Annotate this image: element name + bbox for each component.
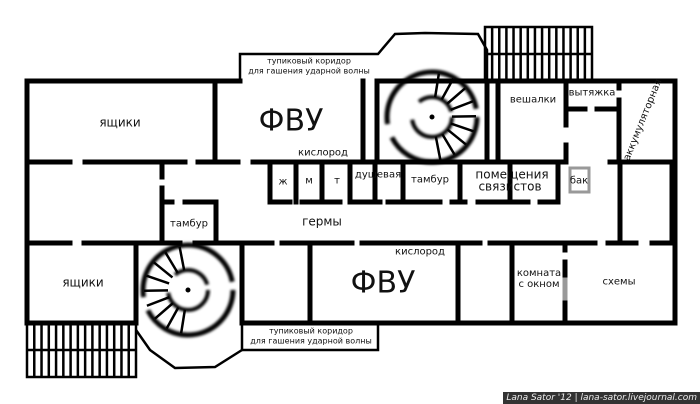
dead-end-top-line-2: для гашения ударной волны — [248, 67, 370, 76]
room-signalmen-1: помещения — [475, 167, 549, 182]
room-fvu-bottom: ФВУ — [350, 265, 416, 301]
room-boxes-bottom: ящики — [62, 275, 104, 290]
spiral-stair-bottom-center — [185, 287, 191, 293]
dead-end-corridor-bottom-outline — [240, 323, 380, 352]
room-vestibule-left: тамбур — [170, 218, 208, 230]
room-hangers: вешалки — [509, 94, 557, 106]
spiral-stair-top-step — [450, 122, 475, 133]
room-fvu-top: ФВУ — [258, 103, 324, 139]
room-exhaust: вытяжка — [568, 87, 616, 99]
room-zh: ж — [278, 176, 288, 188]
spiral-stair-bottom-outer — [140, 242, 236, 338]
dead-end-bottom-line-2: для гашения ударной волны — [250, 337, 372, 346]
dead-end-corridor-bottom-curve — [134, 329, 243, 370]
spiral-stair-bottom-step — [153, 261, 174, 279]
spiral-stair-bottom-step — [178, 246, 186, 271]
spiral-stair-bottom-step — [165, 306, 180, 330]
tank-outline — [568, 166, 591, 194]
spiral-stair-top-step — [446, 128, 467, 146]
room-tank: бак — [569, 175, 589, 187]
spiral-stair-bottom-step — [179, 309, 187, 334]
room-window-line-1: комната — [516, 268, 562, 279]
room-vestibule-corridor: тамбур — [411, 174, 449, 186]
spiral-stair-top-step — [450, 100, 474, 111]
dead-end-bottom-line-1: тупиковый коридор — [269, 326, 353, 336]
room-m: м — [305, 175, 313, 187]
spiral-stair-top-step — [433, 73, 441, 98]
room-boxes-top: ящики — [99, 115, 141, 130]
watermark: Lana Sator '12 | lana-sator.livejournal.… — [503, 392, 700, 404]
walls — [24, 78, 678, 326]
room-shower: душевая — [354, 169, 402, 181]
spiral-stair-bottom-step — [153, 302, 174, 320]
label-germs: гермы — [302, 214, 342, 229]
staircases — [140, 69, 480, 338]
room-schemes: схемы — [602, 276, 636, 288]
label-oxygen-bottom: кислород — [395, 246, 445, 258]
room-t: т — [334, 175, 340, 187]
spiral-stair-bottom-step — [146, 296, 170, 307]
spiral-stair-top-step — [434, 136, 442, 161]
label-oxygen-top: кислород — [298, 147, 348, 159]
spiral-stair-top-step — [440, 77, 455, 101]
spiral-stair-top-step — [441, 133, 456, 156]
room-signalmen-2: связистов — [478, 179, 542, 194]
spiral-stair-top-center — [429, 114, 435, 120]
spiral-stair-top-inner — [410, 95, 454, 139]
spiral-stair-top-step — [446, 87, 467, 105]
room-window-line-2: с окном — [518, 279, 560, 290]
spiral-stair-bottom-step — [164, 251, 179, 274]
spiral-stair-bottom-inner — [166, 268, 210, 312]
dead-end-top-line-1: тупиковый коридор — [267, 56, 351, 66]
spiral-stair-top-outer — [384, 69, 480, 165]
spiral-stair-bottom-step — [145, 274, 170, 285]
thin-walls — [25, 25, 594, 379]
